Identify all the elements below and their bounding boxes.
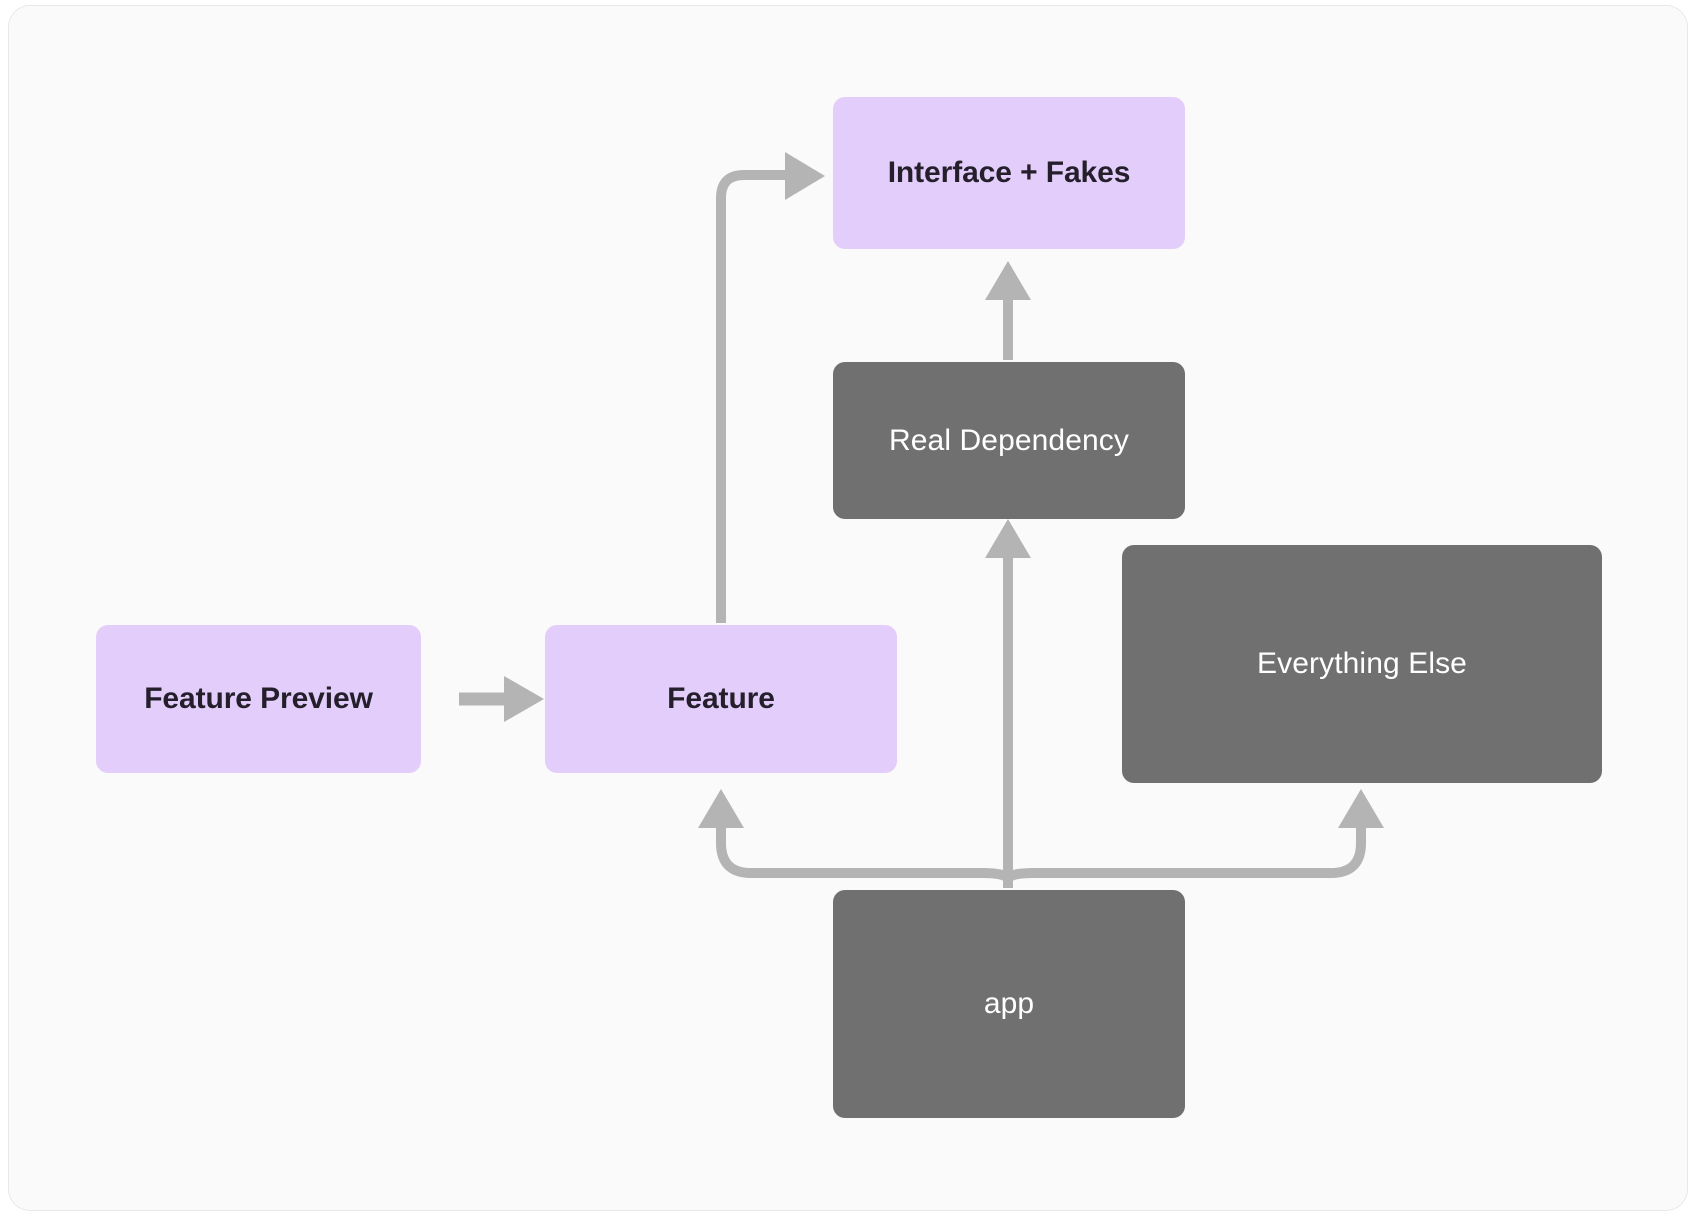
node-interface-fakes-label: Interface + Fakes	[887, 156, 1131, 189]
node-app-label: app	[983, 987, 1035, 1020]
node-feature-preview-label: Feature Preview	[144, 682, 373, 715]
node-interface-fakes[interactable]: Interface + Fakes	[833, 97, 1185, 249]
node-everything-else-label: Everything Else	[1257, 647, 1467, 680]
edge-feature-to-interface	[716, 152, 825, 623]
edge-app-to-real-dependency	[985, 519, 1031, 888]
node-real-dependency[interactable]: Real Dependency	[833, 362, 1185, 519]
node-feature[interactable]: Feature	[545, 625, 897, 773]
edge-feature-preview-to-feature	[459, 676, 544, 722]
edge-app-to-everything-else	[1003, 789, 1384, 882]
node-feature-preview[interactable]: Feature Preview	[96, 625, 421, 773]
node-real-dependency-label: Real Dependency	[889, 423, 1129, 457]
edge-real-dependency-to-interface	[985, 261, 1031, 360]
node-everything-else[interactable]: Everything Else	[1122, 545, 1602, 783]
edge-app-to-feature	[698, 789, 1013, 882]
node-feature-label: Feature	[667, 682, 775, 715]
node-app[interactable]: app	[833, 890, 1185, 1118]
